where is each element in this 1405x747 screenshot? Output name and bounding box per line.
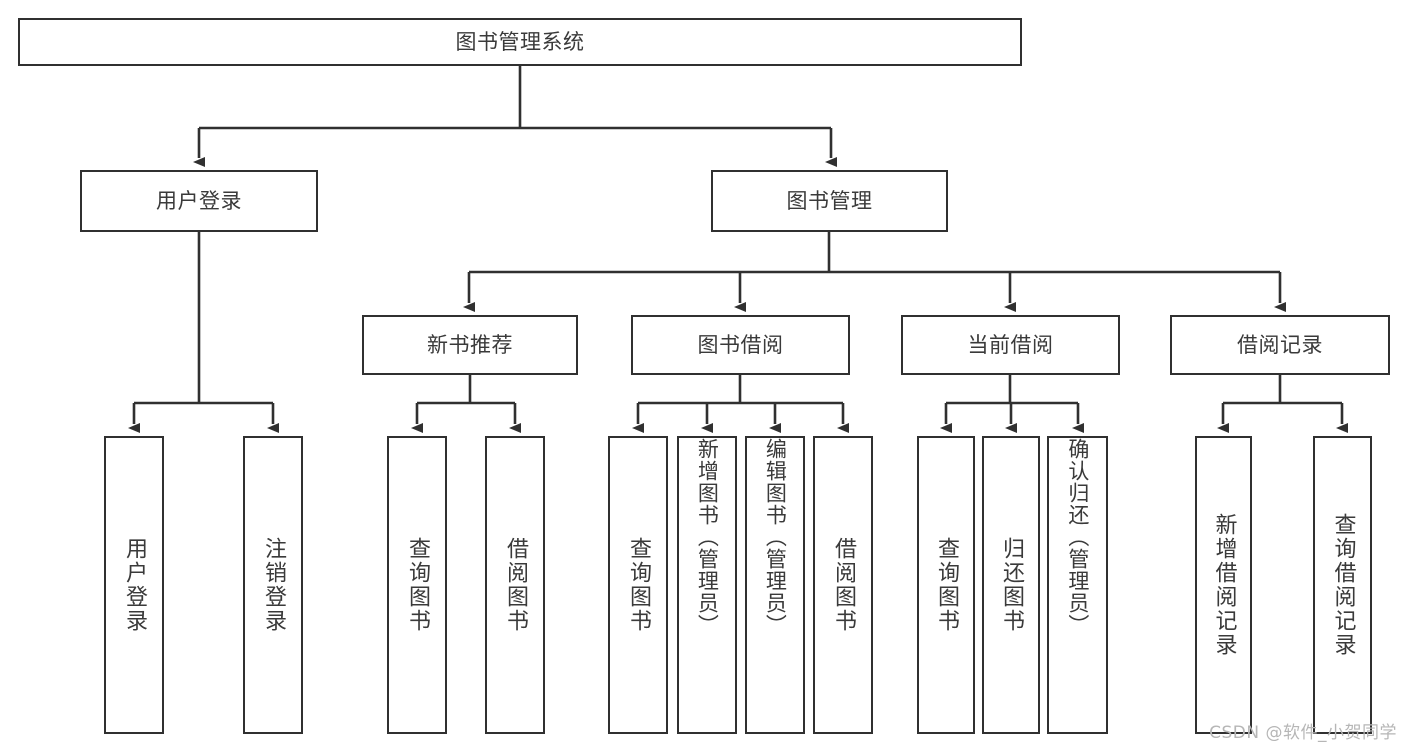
csdn-watermark: CSDN @软件_小贺同学 [1209,723,1397,743]
node-leaf-query-book-1[interactable]: 查询图书 [387,436,447,734]
node-leaf-query-book-3[interactable]: 查询图书 [917,436,975,734]
node-leaf-edit-book[interactable]: 编辑图书（管理员） [745,436,805,734]
node-user-login[interactable]: 用户登录 [80,170,318,232]
node-leaf-query-book-2[interactable]: 查询图书 [608,436,668,734]
node-book-borrow-label: 图书借阅 [697,332,784,357]
node-leaf-edit-book-label: 编辑图书（管理员） [763,438,788,636]
node-leaf-borrow-book-2-label: 借阅图书 [830,537,856,633]
node-leaf-add-book[interactable]: 新增图书（管理员） [677,436,737,734]
node-current-borrow-label: 当前借阅 [967,332,1054,357]
node-current-borrow[interactable]: 当前借阅 [901,315,1120,375]
node-leaf-confirm-return[interactable]: 确认归还（管理员） [1047,436,1108,734]
node-leaf-query-book-1-label: 查询图书 [404,537,430,633]
node-root-label: 图书管理系统 [455,29,585,54]
node-book-manage[interactable]: 图书管理 [711,170,948,232]
node-book-manage-label: 图书管理 [786,188,873,213]
node-leaf-query-record-label: 查询借阅记录 [1330,513,1356,657]
node-leaf-return-book[interactable]: 归还图书 [982,436,1040,734]
node-leaf-borrow-book-2[interactable]: 借阅图书 [813,436,873,734]
node-book-borrow[interactable]: 图书借阅 [631,315,850,375]
node-leaf-return-book-label: 归还图书 [998,537,1024,633]
node-leaf-add-record-label: 新增借阅记录 [1211,513,1237,657]
node-borrow-record-label: 借阅记录 [1237,332,1323,357]
node-leaf-query-book-2-label: 查询图书 [625,537,651,633]
node-user-login-label: 用户登录 [156,188,242,213]
node-leaf-confirm-return-label: 确认归还（管理员） [1065,438,1090,636]
node-leaf-user-login[interactable]: 用户登录 [104,436,164,734]
node-borrow-record[interactable]: 借阅记录 [1170,315,1390,375]
node-leaf-borrow-book-1[interactable]: 借阅图书 [485,436,545,734]
node-new-book-recommend-label: 新书推荐 [427,332,513,357]
node-root[interactable]: 图书管理系统 [18,18,1022,66]
node-leaf-borrow-book-1-label: 借阅图书 [502,537,528,633]
node-leaf-query-book-3-label: 查询图书 [933,537,959,633]
node-leaf-add-book-label: 新增图书（管理员） [695,438,720,636]
node-leaf-add-record[interactable]: 新增借阅记录 [1195,436,1252,734]
node-leaf-user-logout[interactable]: 注销登录 [243,436,303,734]
node-new-book-recommend[interactable]: 新书推荐 [362,315,578,375]
node-leaf-user-login-label: 用户登录 [121,537,147,633]
node-leaf-query-record[interactable]: 查询借阅记录 [1313,436,1372,734]
node-leaf-user-logout-label: 注销登录 [260,537,286,633]
